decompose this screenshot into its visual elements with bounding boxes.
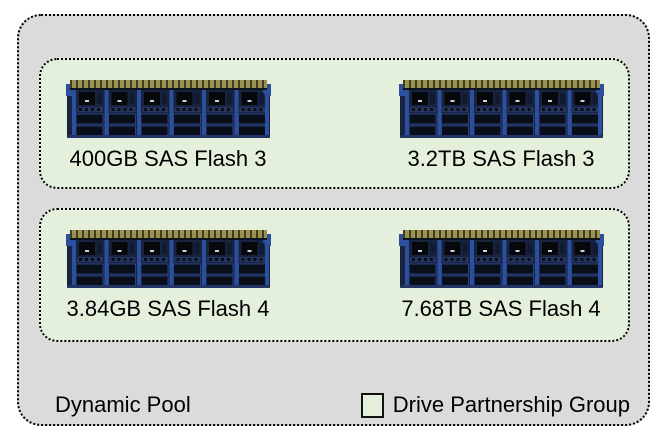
- drive-block: 7.68TB SAS Flash 4: [397, 226, 605, 340]
- drive-block: 3.2TB SAS Flash 3: [397, 76, 605, 187]
- drive-block: 3.84GB SAS Flash 4: [64, 226, 272, 340]
- drive-label: 3.84GB SAS Flash 4: [66, 296, 270, 321]
- ssd-drive-row-image: [66, 226, 271, 292]
- ssd-drive-row-image: [399, 226, 604, 292]
- legend-swatch-icon: [360, 392, 384, 418]
- dynamic-pool-container: 400GB SAS Flash 3 3.2TB SAS Flash 3 3.84…: [17, 14, 650, 426]
- drive-partnership-group-1: 400GB SAS Flash 3 3.2TB SAS Flash 3: [39, 58, 630, 189]
- drive-label: 7.68TB SAS Flash 4: [401, 296, 601, 321]
- drive-label: 400GB SAS Flash 3: [69, 146, 267, 171]
- pool-label: Dynamic Pool: [55, 392, 191, 417]
- drive-label: 3.2TB SAS Flash 3: [407, 146, 595, 171]
- ssd-drive-row-image: [399, 76, 604, 142]
- legend: Drive Partnership Group: [360, 392, 630, 418]
- pool-footer: Dynamic Pool Drive Partnership Group: [55, 392, 630, 418]
- drive-block: 400GB SAS Flash 3: [64, 76, 272, 187]
- legend-label: Drive Partnership Group: [392, 392, 630, 417]
- drive-partnership-group-2: 3.84GB SAS Flash 4 7.68TB SAS Flash 4: [39, 208, 630, 342]
- ssd-drive-row-image: [66, 76, 271, 142]
